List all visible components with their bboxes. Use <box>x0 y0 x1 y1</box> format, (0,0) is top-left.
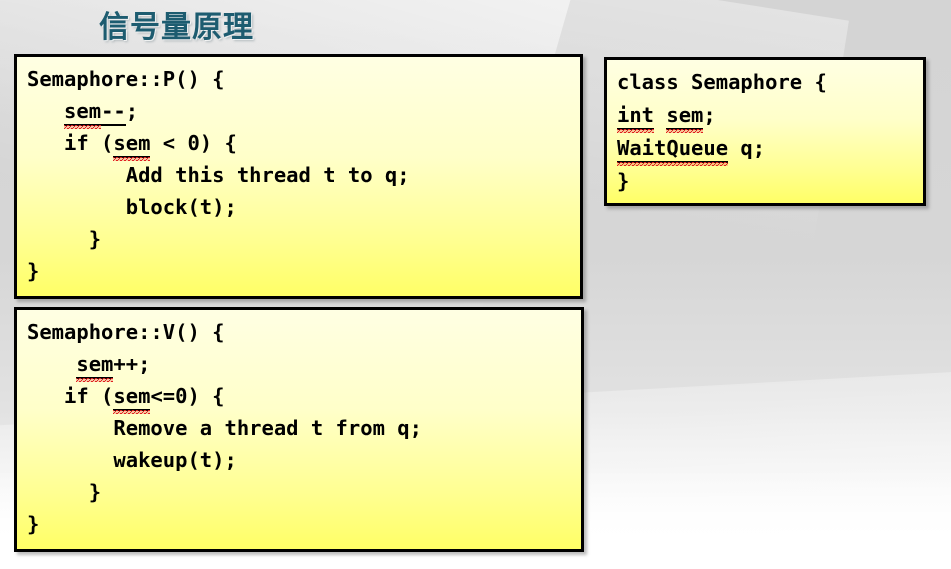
spellcheck-token: sem <box>64 99 102 126</box>
code-block-semaphore-class: class Semaphore { int sem; WaitQueue q; … <box>604 57 926 206</box>
spellcheck-token: WaitQueue <box>617 136 729 163</box>
code-line: } <box>27 259 40 283</box>
code-line: Add this thread t to q; <box>27 163 410 187</box>
code-line: } <box>27 227 102 251</box>
code-line: class Semaphore { <box>617 70 827 94</box>
code-line: if (sem < 0) { <box>27 127 572 159</box>
code-line: Semaphore::P() { <box>27 67 225 91</box>
code-line: } <box>27 480 102 504</box>
spellcheck-token: sem <box>76 352 114 379</box>
spellcheck-token: sem <box>113 131 151 158</box>
code-block-semaphore-v: Semaphore::V() { sem++; if (sem<=0) { Re… <box>14 307 584 552</box>
code-line: sem--; <box>27 95 572 127</box>
code-line: int sem; <box>617 99 915 132</box>
code-line: if (sem<=0) { <box>27 380 573 412</box>
code-line: } <box>27 512 40 536</box>
spellcheck-token: int <box>617 103 655 130</box>
code-line: block(t); <box>27 195 237 219</box>
code-block-semaphore-p: Semaphore::P() { sem--; if (sem < 0) { A… <box>14 54 583 299</box>
spellcheck-token: sem <box>113 384 151 411</box>
code-line: sem++; <box>27 348 573 380</box>
code-line: } <box>617 169 630 193</box>
spellcheck-token: sem <box>666 103 704 130</box>
code-line: Remove a thread t from q; <box>27 416 422 440</box>
slide-title: 信号量原理 <box>99 10 254 45</box>
code-line: Semaphore::V() { <box>27 320 225 344</box>
code-line: wakeup(t); <box>27 448 237 472</box>
code-line: WaitQueue q; <box>617 132 915 165</box>
